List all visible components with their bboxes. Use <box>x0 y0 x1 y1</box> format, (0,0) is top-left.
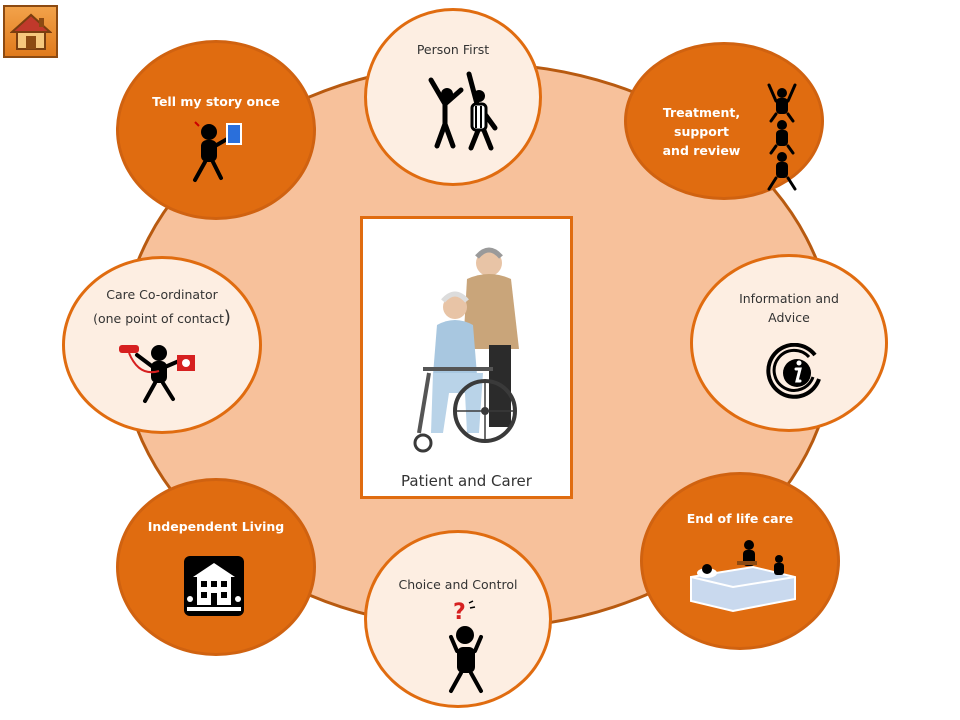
person-with-phones-icon <box>119 345 195 403</box>
two-people-cheering-icon <box>428 71 498 151</box>
patient-and-carer-photo <box>393 233 545 467</box>
home-button[interactable] <box>3 5 58 58</box>
person-with-book-icon <box>193 121 242 182</box>
node-end-of-life-care[interactable]: End of life care <box>640 472 840 650</box>
info-icon <box>766 343 821 399</box>
confused-person-icon: ? <box>449 600 483 693</box>
node-label: Choice and Control <box>398 577 518 592</box>
node-label-line: Advice <box>768 310 810 325</box>
node-label-line: support <box>674 124 729 139</box>
node-information-advice[interactable]: Information and Advice <box>690 254 888 432</box>
node-label-group: Treatment, support and review <box>627 103 776 160</box>
person-in-bed-icon <box>690 540 796 613</box>
house-icon <box>184 556 244 616</box>
node-label-group: Information and Advice <box>693 289 885 327</box>
node-label: Independent Living <box>147 519 285 534</box>
node-care-coordinator[interactable]: Care Co-ordinator (one point of contact) <box>62 256 262 434</box>
node-label: Tell my story once <box>152 94 280 109</box>
node-label-line: (one point of contact) <box>93 307 231 328</box>
home-icon <box>10 13 52 50</box>
center-caption: Patient and Carer <box>401 472 532 490</box>
node-independent-living[interactable]: Independent Living <box>116 478 316 656</box>
node-treatment-support-review[interactable]: Treatment, support and review <box>624 42 824 200</box>
node-person-first[interactable]: Person First <box>364 8 542 186</box>
svg-text:?: ? <box>453 600 466 625</box>
node-label-line: and review <box>662 143 741 158</box>
stacked-people-icon <box>767 83 797 191</box>
node-label-group: Care Co-ordinator (one point of contact) <box>65 285 259 328</box>
node-choice-control[interactable]: Choice and Control ? <box>364 530 552 708</box>
node-label: Person First <box>416 42 490 57</box>
node-label-line: Treatment, <box>662 105 741 120</box>
node-label-line: Care Co-ordinator <box>106 287 218 302</box>
node-tell-my-story[interactable]: Tell my story once <box>116 40 316 220</box>
node-label-line: Information and <box>739 291 839 306</box>
center-panel: Patient and Carer <box>360 216 573 499</box>
node-label: End of life care <box>686 511 794 526</box>
